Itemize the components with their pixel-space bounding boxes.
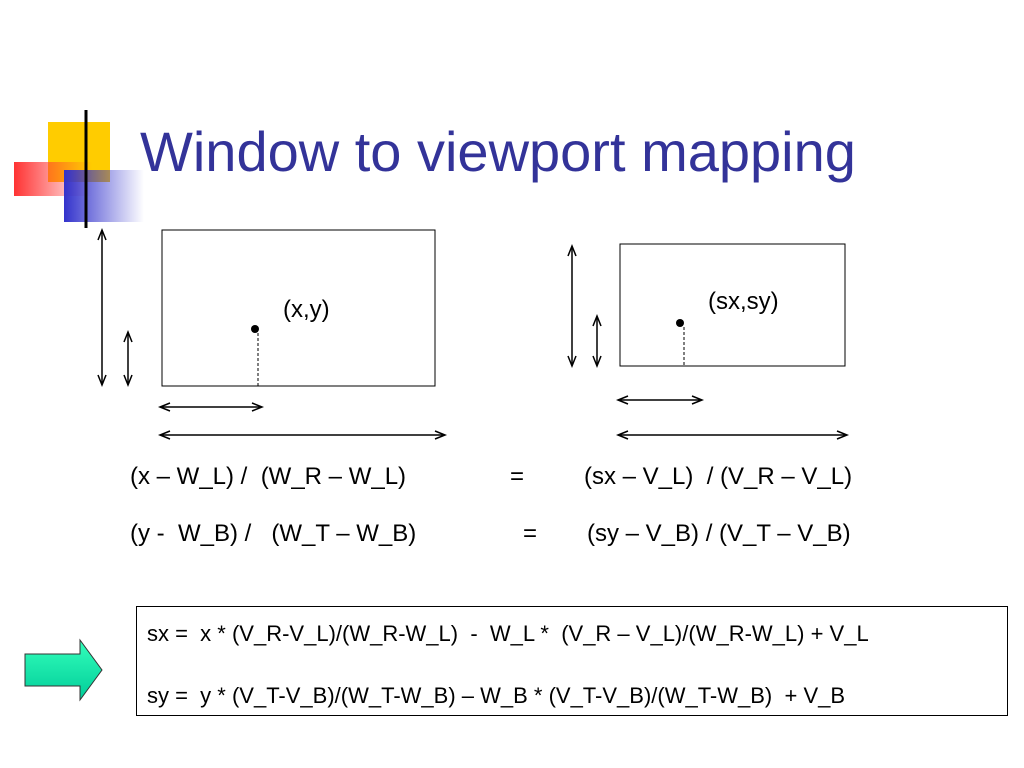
- equation-y-right: (sy – V_B) / (V_T – V_B): [587, 520, 851, 547]
- equation-y-left: (y - W_B) / (W_T – W_B): [130, 520, 417, 547]
- viewport-x-arrow: [615, 395, 705, 405]
- equation-x-equals: =: [510, 463, 525, 490]
- viewport-rect: [619, 243, 846, 367]
- formula-sy: sy = y * (V_T-V_B)/(W_T-W_B) – W_B * (V_…: [147, 683, 846, 708]
- slide-title: Window to viewport mapping: [140, 120, 856, 183]
- window-x-arrow: [157, 402, 265, 412]
- viewport-width-arrow: [615, 430, 850, 440]
- window-rect: [161, 229, 436, 387]
- formula-box: sx = x * (V_R-V_L)/(W_R-W_L) - W_L * (V_…: [136, 606, 1008, 716]
- window-point: [251, 325, 259, 333]
- formula-sx: sx = x * (V_R-V_L)/(W_R-W_L) - W_L * (V_…: [147, 621, 869, 646]
- viewport-diagram: [567, 243, 850, 440]
- window-diagram: [97, 227, 448, 440]
- window-height-arrow: [97, 227, 107, 388]
- right-block-arrow-icon: [24, 638, 103, 702]
- window-width-arrow: [157, 430, 448, 440]
- equation-x-right: (sx – V_L) / (V_R – V_L): [584, 463, 853, 490]
- viewport-y-arrow: [592, 313, 602, 369]
- window-point-label: (x,y): [283, 296, 330, 323]
- logo-decoration: [14, 110, 980, 228]
- equation-x-left: (x – W_L) / (W_R – W_L): [130, 463, 407, 490]
- viewport-height-arrow: [567, 243, 577, 369]
- equation-y-equals: =: [523, 520, 538, 547]
- viewport-point: [676, 319, 684, 327]
- viewport-point-label: (sx,sy): [708, 288, 779, 315]
- window-y-arrow: [123, 329, 133, 388]
- logo-blue-bar: [64, 170, 144, 222]
